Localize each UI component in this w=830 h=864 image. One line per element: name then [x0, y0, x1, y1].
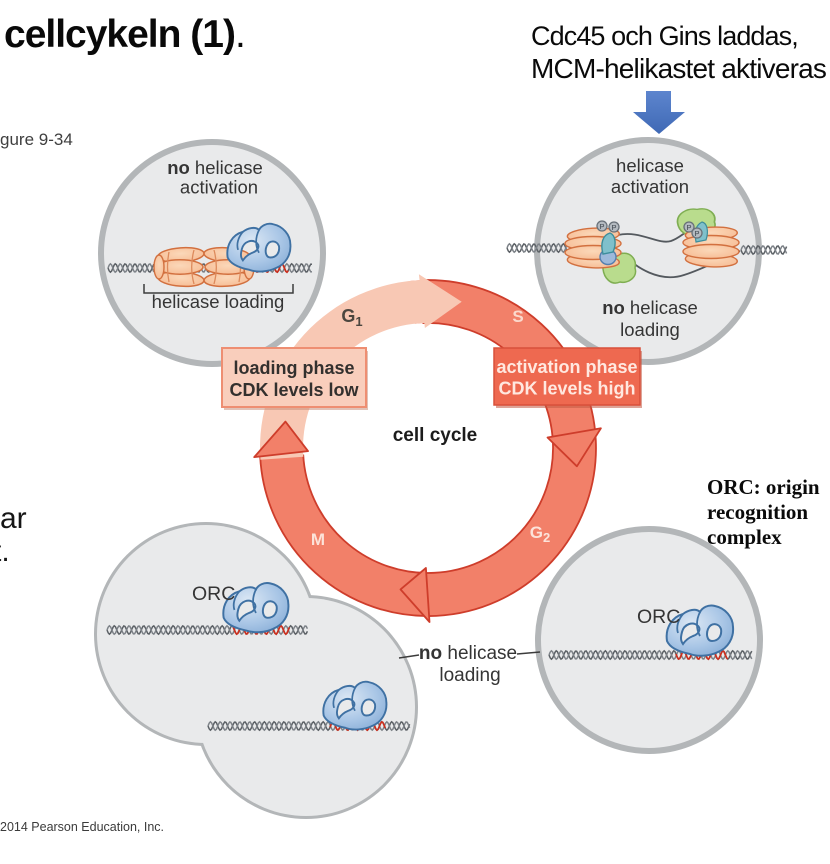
svg-text:M: M: [311, 530, 325, 549]
svg-text:activation: activation: [180, 177, 258, 198]
svg-text:activation: activation: [611, 176, 689, 197]
svg-text:loading phase: loading phase: [233, 358, 354, 378]
svg-text:MCM-helikastet aktiveras: MCM-helikastet aktiveras: [531, 53, 826, 84]
svg-text:no helicase: no helicase: [419, 643, 517, 664]
svg-text:ORC: ORC: [637, 606, 680, 628]
svg-text:ORC: origin: ORC: origin: [707, 475, 820, 499]
svg-text:cellcykeln (1).: cellcykeln (1).: [4, 13, 245, 56]
svg-text:helicase: helicase: [616, 155, 684, 176]
svg-text:complex: complex: [707, 525, 782, 549]
svg-text:2014 Pearson Education, Inc.: 2014 Pearson Education, Inc.: [0, 820, 164, 834]
svg-text:loading: loading: [439, 665, 500, 686]
svg-text:ORC: ORC: [192, 583, 235, 605]
svg-text:CDK levels low: CDK levels low: [229, 380, 359, 400]
svg-text:gure 9-34: gure 9-34: [0, 130, 73, 149]
svg-text:Cdc45 och Gins laddas,: Cdc45 och Gins laddas,: [531, 21, 798, 51]
svg-text:activation phase: activation phase: [496, 357, 637, 377]
svg-text:no helicase: no helicase: [167, 157, 263, 178]
svg-text:CDK levels high: CDK levels high: [498, 379, 635, 399]
svg-text:loading: loading: [620, 319, 680, 340]
svg-text:recognition: recognition: [707, 500, 808, 524]
svg-text:helicase loading: helicase loading: [152, 291, 285, 312]
svg-text:cell cycle: cell cycle: [393, 425, 478, 446]
svg-text:ar: ar: [0, 502, 27, 535]
svg-text:S: S: [512, 307, 523, 326]
svg-text:no helicase: no helicase: [602, 297, 698, 318]
svg-text:t.: t.: [0, 535, 10, 568]
